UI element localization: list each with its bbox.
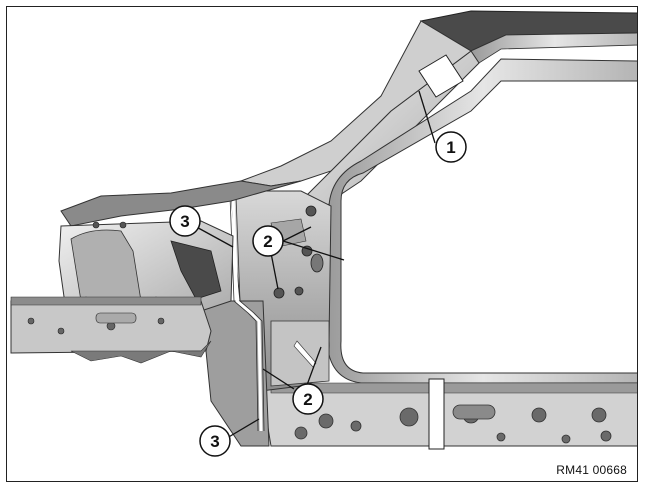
svg-text:3: 3 [210,432,219,451]
reference-code: RM41 00668 [556,463,627,477]
hinge-pillar-lower [200,300,270,447]
hinge-pillar-holes [273,205,324,299]
hinge-pillar-panel [270,320,330,387]
callout-1: 1 [435,131,467,163]
svg-text:2: 2 [263,232,272,251]
lower-brackets [70,340,212,364]
svg-text:3: 3 [180,212,189,231]
separation-cut-lines [231,195,263,432]
sill-slot [452,404,496,420]
side-sill-top-edge [270,382,637,394]
svg-text:1: 1 [446,138,455,157]
callout-2a: 2 [252,225,284,257]
strut-dark-recess [170,240,222,300]
a-pillar-cut-section [418,54,464,98]
diagram-frame: 1 2 2 3 3 RM41 00668 [6,6,638,482]
sill-cut-section [428,378,445,450]
callout-3b: 3 [199,425,231,457]
callout-2b: 2 [292,383,324,415]
svg-text:2: 2 [303,390,312,409]
longitudinal-holes [27,312,165,335]
cowl-panel [60,180,302,227]
car-body-illustration: 1 2 2 3 3 [10,10,637,457]
leader-lines [190,90,436,439]
callout-3a: 3 [169,205,201,237]
front-longitudinal-upper [10,296,202,306]
